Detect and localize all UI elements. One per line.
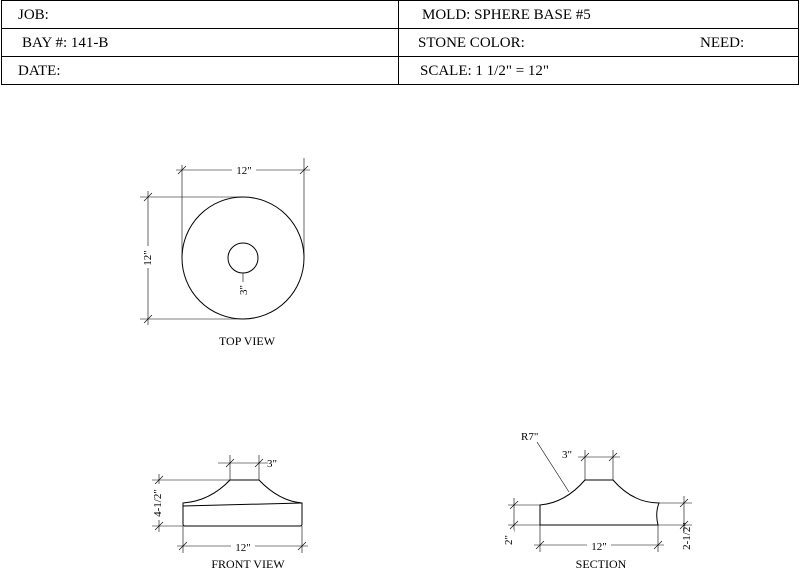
tick-mark [143, 314, 153, 324]
title-block [1, 0, 799, 85]
radius-leader [536, 441, 570, 493]
tick-mark [299, 165, 309, 175]
label-mask [587, 539, 611, 551]
front-profile [182, 479, 303, 527]
tick-mark [509, 520, 519, 530]
scale-field: SCALE: 1 1/2" = 12" [420, 63, 549, 79]
radius-label: R7" [521, 431, 538, 443]
hole-diameter-label: 3" [238, 285, 250, 295]
need-field: NEED: [700, 35, 744, 51]
tick-mark [154, 521, 164, 531]
section-caption: SECTION [576, 557, 627, 571]
tick-mark [509, 500, 519, 510]
tick-mark [177, 165, 187, 175]
tick-mark [679, 520, 689, 530]
label-mask [502, 530, 514, 550]
tick-mark [143, 192, 153, 202]
section-view-dimensions [508, 441, 692, 552]
tick-mark [580, 452, 590, 462]
title-block-frame [1, 0, 799, 85]
tick-mark [653, 540, 663, 550]
tick-mark [608, 452, 618, 462]
top-view: 12" 12" 3" TOP VIEW [140, 158, 310, 348]
outer-circle [181, 196, 305, 320]
section-base-label: 2" [503, 535, 515, 545]
center-hole [227, 242, 259, 274]
front-view-caption: FRONT VIEW [211, 557, 285, 571]
top-height-label: 12" [142, 250, 154, 266]
front-width-label: 12" [235, 542, 251, 554]
bay-field: BAY #: 141-B [22, 35, 108, 51]
job-field: JOB: [18, 7, 49, 23]
section-profile [539, 479, 660, 526]
top-view-dimensions [140, 158, 310, 325]
tick-mark [154, 475, 164, 485]
date-field: DATE: [18, 63, 61, 79]
tick-mark [254, 458, 264, 468]
front-view-dimensions [152, 455, 308, 553]
label-mask [232, 160, 256, 172]
tick-mark [178, 541, 188, 551]
label-mask [140, 246, 154, 268]
label-mask [231, 540, 255, 552]
front-height-label: 4-1/2" [152, 489, 164, 517]
top-width-label: 12" [236, 165, 252, 177]
front-view: 3" 4-1/2" 12" FRONT VIEW [150, 455, 308, 571]
section-view: R7" 3" 2" 12" 2-1/2" SECTION [502, 431, 693, 571]
tick-mark [225, 458, 235, 468]
tick-mark [535, 540, 545, 550]
mold-field: MOLD: SPHERE BASE #5 [422, 7, 591, 23]
stone-color-field: STONE COLOR: [418, 35, 525, 51]
section-width-label: 12" [591, 541, 607, 553]
section-right-label: 2-1/2" [681, 522, 693, 550]
tick-mark [679, 498, 689, 508]
top-view-caption: TOP VIEW [219, 334, 276, 348]
section-top-label: 3" [562, 449, 572, 461]
front-base-edge [182, 502, 303, 507]
tick-mark [297, 541, 307, 551]
label-mask [150, 484, 164, 520]
front-top-label: 3" [267, 458, 277, 470]
